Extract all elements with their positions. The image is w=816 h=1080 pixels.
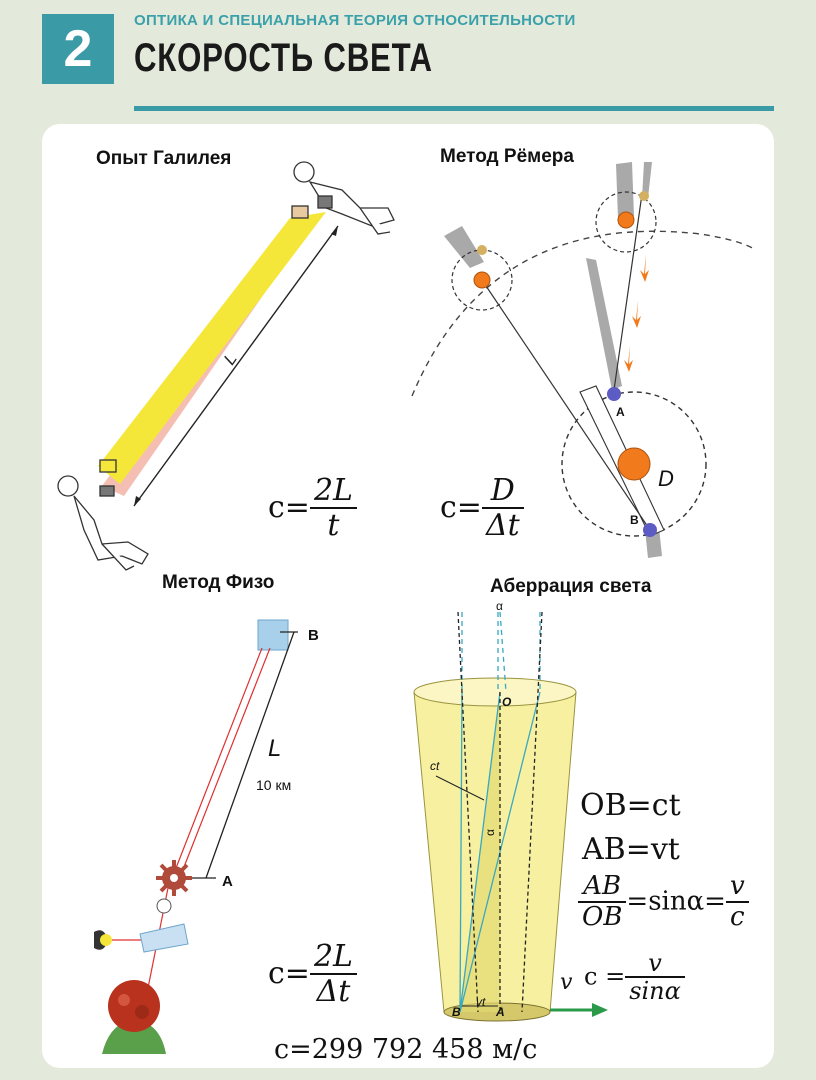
- shadow-cone: [586, 258, 622, 390]
- galileo-title: Опыт Галилея: [96, 148, 232, 169]
- gear-axle-icon: [156, 898, 172, 914]
- formula-lhs: c=: [268, 489, 310, 525]
- galileo-light-beam: [98, 212, 326, 484]
- earth-b-icon: [643, 523, 657, 537]
- moon-icon: [477, 245, 487, 255]
- formula-numerator: v: [725, 872, 749, 903]
- point-o-label: O: [502, 695, 512, 709]
- jupiter-small-orbit: [595, 191, 657, 253]
- jupiter-icon: [617, 211, 635, 229]
- velocity-arrow-icon: [550, 1003, 608, 1017]
- jupiter-icon: [473, 271, 491, 289]
- sun-icon: [617, 447, 651, 481]
- point-a-label: A: [495, 1005, 505, 1019]
- light-rays: [457, 611, 543, 1013]
- light-ray: [175, 647, 263, 869]
- observer-bottom-icon: [57, 459, 149, 571]
- fizeau-diagram: B L 10 км A: [94, 619, 319, 1054]
- shadow-cone: [642, 162, 652, 198]
- arrow-head-icon: [331, 226, 338, 236]
- observer-head-icon: [102, 980, 166, 1054]
- earth-a-icon: [607, 387, 621, 401]
- aberration-eq1: OB=ct: [580, 788, 681, 823]
- point-b-label: B: [630, 513, 639, 527]
- alpha-angle-label: α: [483, 829, 497, 836]
- fizeau-distance-line: [205, 631, 295, 879]
- observer-top-icon: [291, 161, 395, 235]
- arrow-head-icon: [134, 496, 141, 506]
- formula-denominator: t: [327, 508, 340, 543]
- formula-numerator: 2L: [309, 474, 357, 509]
- fizeau-distance-value: 10 км: [256, 777, 291, 793]
- jupiter-orbit: [411, 230, 757, 397]
- formula-numerator: v: [625, 950, 685, 979]
- fizeau-title: Метод Физо: [162, 572, 275, 593]
- fizeau-point-b: B: [308, 627, 319, 644]
- sight-line: [481, 279, 651, 531]
- ct-label: ct: [430, 759, 440, 773]
- page-title: СКОРОСТЬ СВЕТА: [134, 36, 433, 80]
- formula-denominator: c: [730, 901, 745, 932]
- title-underline: [134, 106, 774, 111]
- fizeau-point-a: A: [222, 873, 233, 890]
- ct-leader: [435, 775, 485, 801]
- section-number: 2: [42, 14, 114, 84]
- aberration-diagram: ct α α O vt B A: [413, 600, 577, 1022]
- light-arrows: [624, 254, 649, 372]
- formula-denominator: Δt: [485, 508, 520, 543]
- formula-lhs: c=: [440, 489, 482, 525]
- formula-middle: =sinα=: [626, 886, 726, 917]
- point-b-label: B: [452, 1005, 461, 1019]
- shadow-cone: [444, 226, 484, 268]
- galileo-distance-line: [133, 225, 339, 507]
- shadow-cone: [616, 162, 634, 218]
- diameter-label: D: [658, 466, 674, 491]
- lamp-icon: [94, 930, 112, 950]
- roemer-diagram: A B D: [411, 162, 757, 558]
- sight-line: [613, 193, 643, 391]
- point-a-label: A: [616, 405, 625, 419]
- aberration-eq2: AB=vt: [582, 832, 680, 867]
- formula-denominator: sinα: [629, 977, 681, 1006]
- formula-denominator: OB: [582, 901, 623, 932]
- moon-icon: [639, 191, 649, 201]
- speed-of-light-value: c=299 792 458 м/с: [274, 1034, 538, 1065]
- mirror-icon: [257, 619, 289, 651]
- light-ray: [181, 647, 271, 873]
- half-mirror-icon: [139, 923, 189, 953]
- formula-lhs: c =: [584, 962, 626, 991]
- fizeau-distance-label: L: [268, 735, 281, 762]
- formula-numerator: AB: [578, 872, 627, 903]
- vt-label: vt: [476, 995, 486, 1009]
- galileo-diagram: L: [57, 161, 395, 571]
- galileo-distance-label: L: [220, 350, 241, 369]
- formula-numerator: 2L: [309, 940, 357, 975]
- cone-top: [413, 677, 577, 707]
- formula-numerator: D: [481, 474, 524, 509]
- section-subtitle: ОПТИКА И СПЕЦИАЛЬНАЯ ТЕОРИЯ ОТНОСИТЕЛЬНО…: [134, 12, 576, 29]
- alpha-top-label: α: [496, 600, 503, 613]
- velocity-label: v: [560, 970, 573, 995]
- earth-orbit: [561, 391, 707, 537]
- aberration-title: Аберрация света: [490, 576, 652, 597]
- formula-lhs: c=: [268, 955, 310, 991]
- formula-denominator: Δt: [316, 974, 351, 1009]
- gear-wheel-icon: [156, 860, 192, 896]
- roemer-title: Метод Рёмера: [440, 146, 574, 167]
